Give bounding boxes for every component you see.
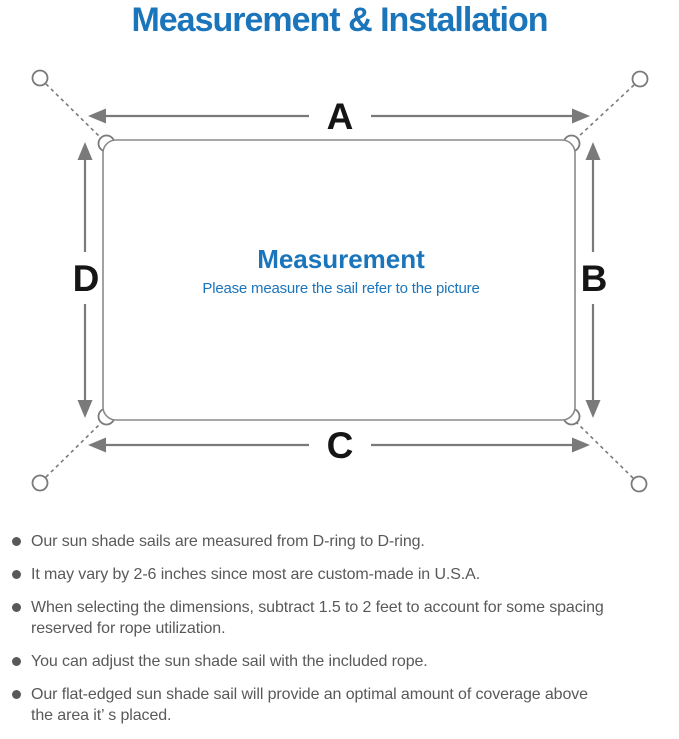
arrowhead-a-left — [88, 108, 106, 124]
dimension-label-a: A — [327, 96, 354, 137]
bullet-dot-icon — [12, 570, 21, 579]
rope-line-top-left — [45, 83, 102, 139]
dimension-label-d: D — [73, 258, 100, 299]
sail-measurement-diagram: A B C D Measurement Please measure the s… — [31, 69, 649, 493]
anchor-circle-top-right — [631, 70, 649, 88]
list-item: Our sun shade sails are measured from D-… — [12, 531, 670, 552]
arrowhead-a-right — [572, 108, 590, 124]
list-item-text: You can adjust the sun shade sail with t… — [31, 653, 428, 670]
list-item: It may vary by 2-6 inches since most are… — [12, 564, 670, 585]
list-item: You can adjust the sun shade sail with t… — [12, 651, 670, 672]
bullet-dot-icon — [12, 603, 21, 612]
dimension-label-b: B — [581, 258, 608, 299]
arrowhead-d-up — [77, 142, 93, 160]
anchor-circle-bottom-right — [630, 475, 648, 493]
arrowhead-b-down — [585, 400, 601, 418]
list-item: Our flat-edged sun shade sail will provi… — [12, 684, 670, 726]
list-item-text: Our flat-edged sun shade sail will provi… — [31, 686, 588, 724]
arrowhead-b-up — [585, 142, 601, 160]
bullet-dot-icon — [12, 690, 21, 699]
diagram-center-subtitle: Please measure the sail refer to the pic… — [202, 280, 479, 297]
list-item-text: When selecting the dimensions, subtract … — [31, 599, 604, 637]
list-item: When selecting the dimensions, subtract … — [12, 597, 670, 639]
anchor-circle-bottom-left — [31, 474, 49, 492]
list-item-text: Our sun shade sails are measured from D-… — [31, 533, 425, 550]
arrowhead-d-down — [77, 400, 93, 418]
arrowhead-c-left — [88, 437, 106, 453]
sail-outline — [102, 139, 576, 421]
rope-line-top-right — [576, 84, 635, 139]
arrowhead-c-right — [572, 437, 590, 453]
dimension-label-c: C — [327, 425, 354, 466]
list-item-text: It may vary by 2-6 inches since most are… — [31, 566, 481, 583]
diagram-center-title: Measurement — [257, 244, 425, 274]
anchor-circle-top-left — [31, 69, 49, 87]
bullet-dot-icon — [12, 657, 21, 666]
rope-line-bottom-right — [576, 422, 634, 479]
page-title: Measurement & Installation — [131, 1, 548, 39]
bullet-dot-icon — [12, 537, 21, 546]
instruction-list: Our sun shade sails are measured from D-… — [12, 531, 670, 738]
rope-line-bottom-left — [45, 422, 102, 478]
